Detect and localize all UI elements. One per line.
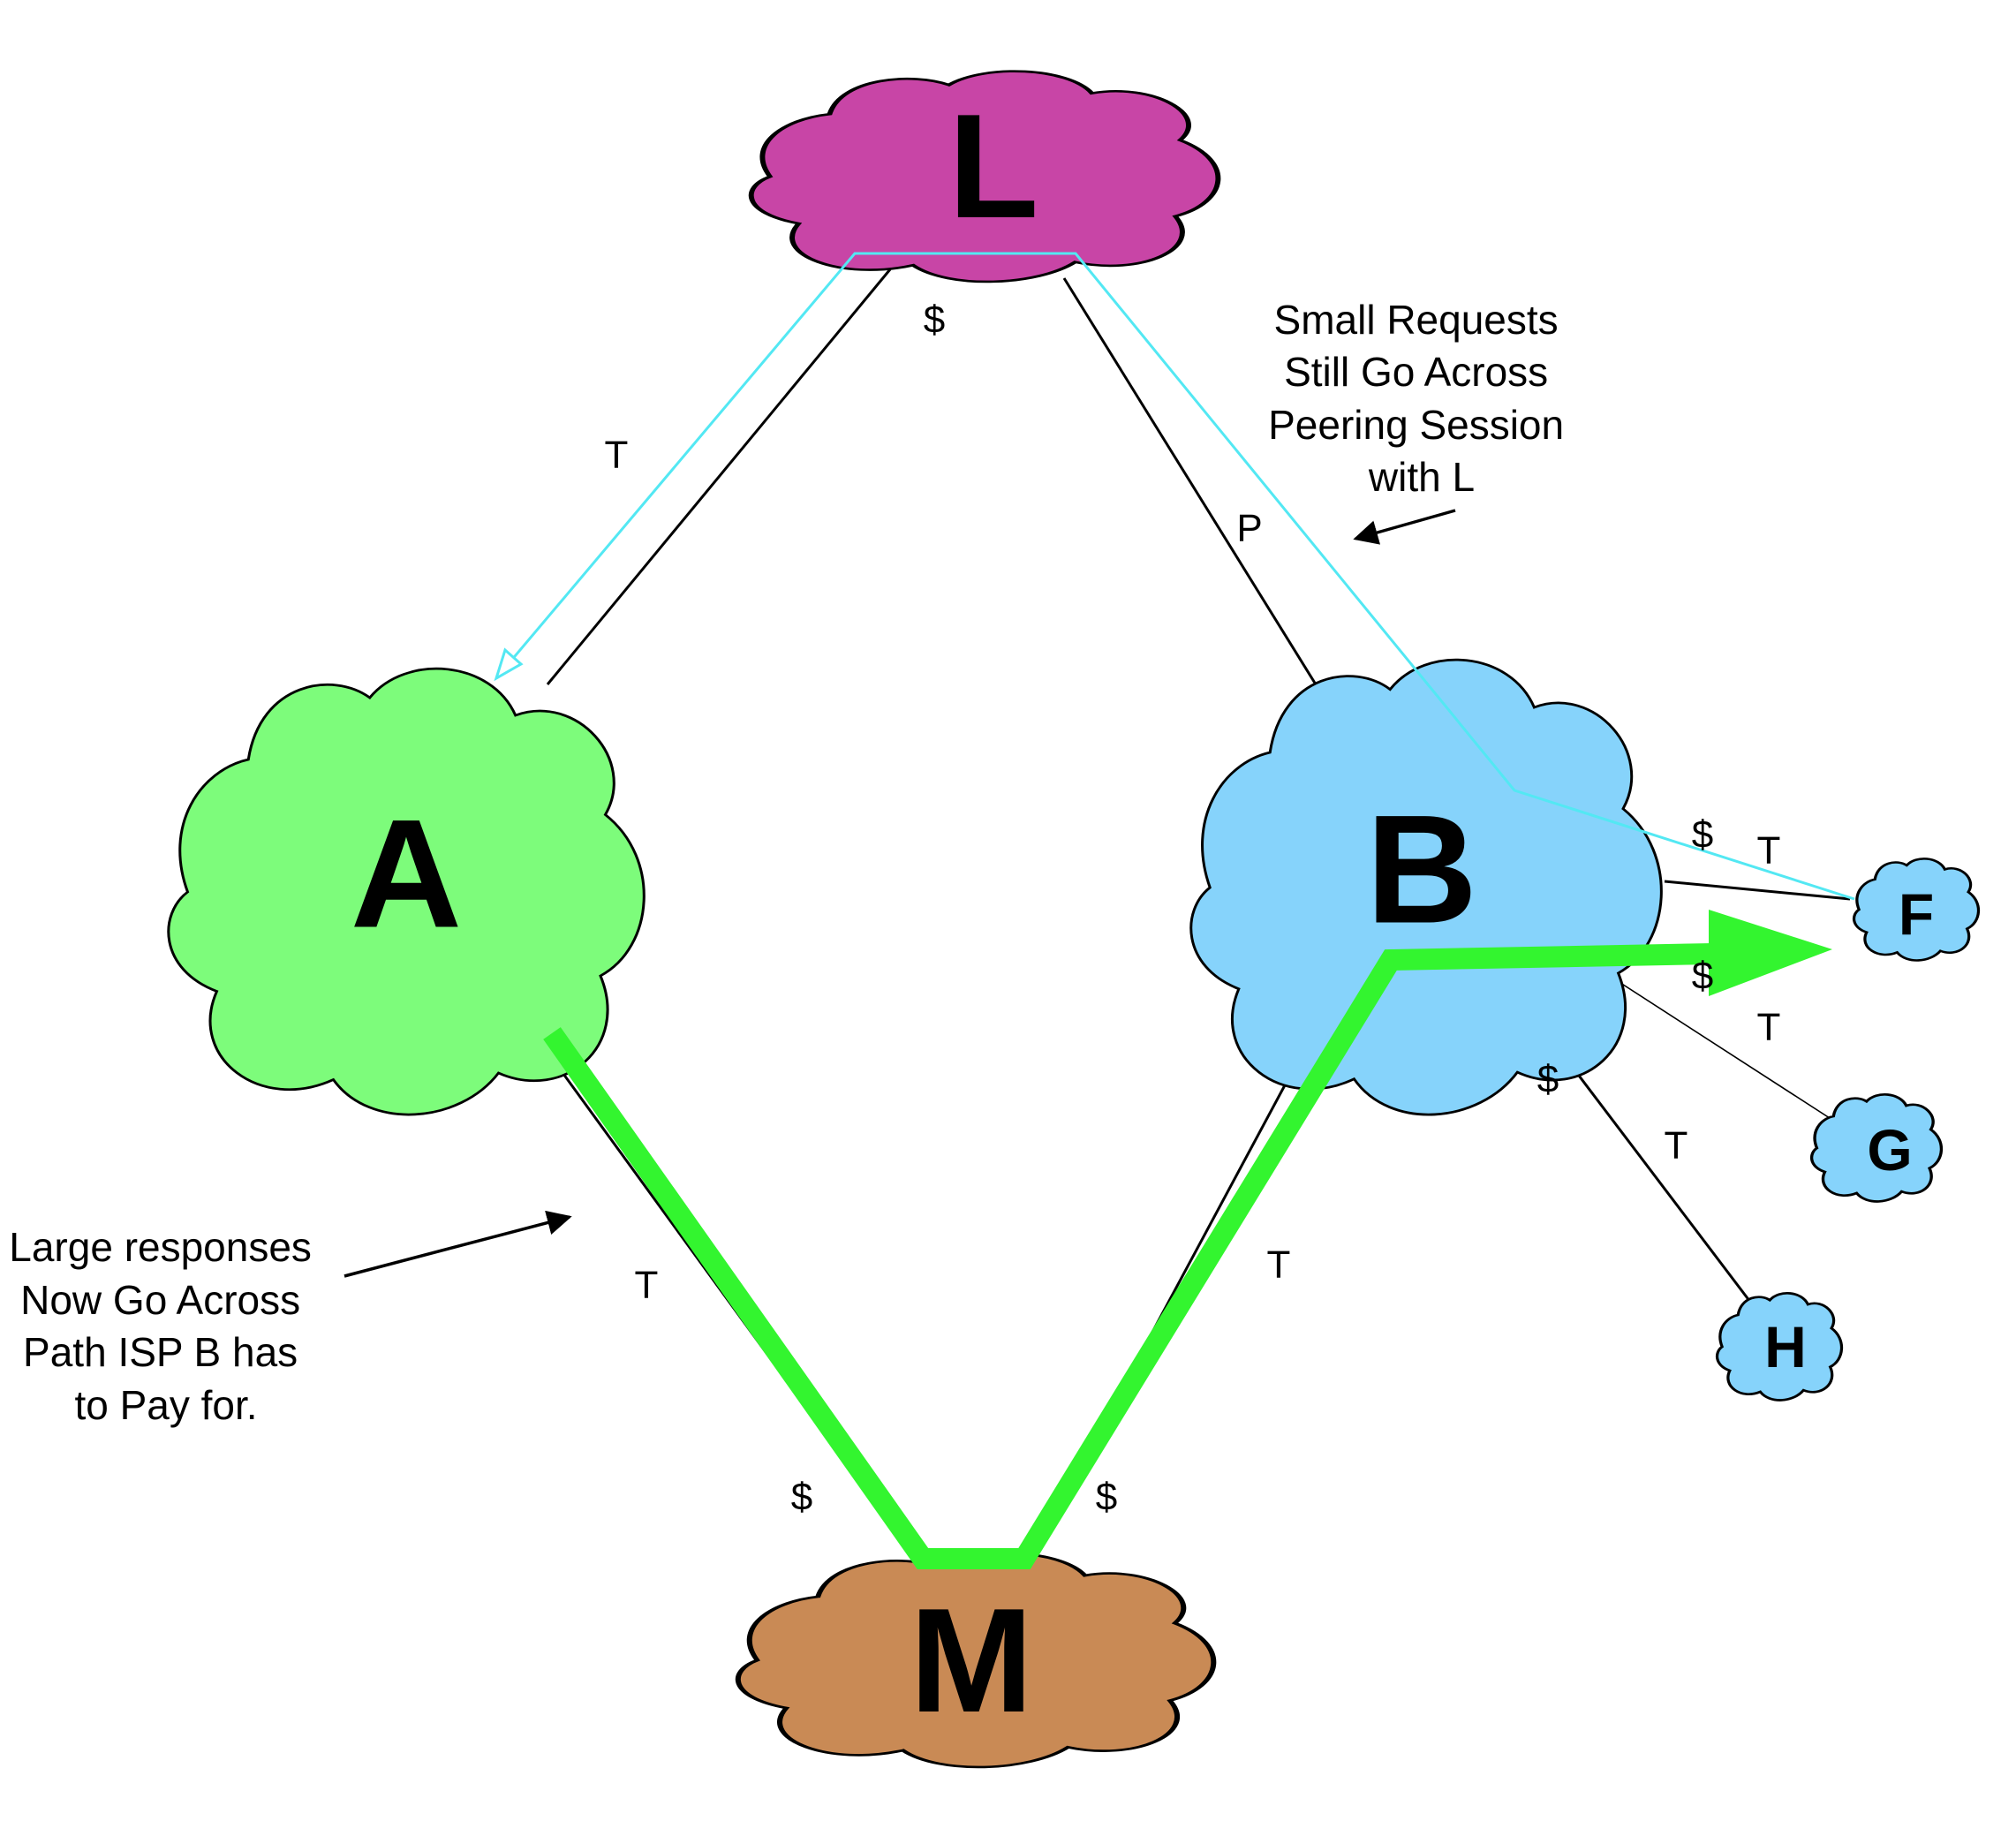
edge-label-l-a-t: T (605, 434, 629, 477)
link-b-f (1664, 880, 1851, 901)
link-l-a (546, 268, 892, 685)
note-large-responses-line-4: to Pay for. (74, 1382, 257, 1428)
edge-label-a-m-t: T (635, 1264, 659, 1307)
edge-label-b-g-t: T (1757, 1006, 1781, 1049)
edge-label-a-m-dollar: $ (791, 1476, 812, 1519)
edge-label-b-g-dollar: $ (1692, 955, 1713, 998)
note-small-requests-line-3: Peering Session (1268, 402, 1564, 448)
node-label-f: F (1899, 881, 1934, 947)
edge-label-b-h-dollar: $ (1537, 1058, 1559, 1101)
node-label-l: L (948, 83, 1039, 249)
note-large-responses: Large responses Now Go Across Path ISP B… (9, 1224, 322, 1428)
response-arrowhead (1709, 910, 1832, 996)
response-path (543, 943, 1714, 1569)
note-small-requests-line-1: Small Requests (1274, 297, 1559, 343)
node-label-a: A (351, 789, 462, 961)
note-large-responses-line-1: Large responses (9, 1224, 312, 1270)
edge-label-b-h-t: T (1665, 1124, 1688, 1167)
node-label-m: M (910, 1577, 1033, 1743)
node-label-b: B (1366, 784, 1477, 956)
link-b-g (1602, 971, 1833, 1121)
note-small-requests-line-2: Still Go Across (1284, 349, 1548, 395)
node-label-h: H (1764, 1314, 1807, 1379)
request-path (495, 252, 1855, 901)
note-small-requests: Small Requests Still Go Across Peering S… (1268, 297, 1575, 500)
link-l-b (1062, 277, 1318, 685)
note-large-responses-line-3: Path ISP B has (23, 1329, 298, 1375)
note-large-responses-line-2: Now Go Across (20, 1277, 300, 1323)
request-arrowhead (494, 647, 524, 682)
edge-label-l-b-p: P (1236, 507, 1262, 550)
node-label-g: G (1867, 1117, 1912, 1183)
edge-label-b-m-dollar: $ (1096, 1476, 1117, 1519)
note-small-requests-arrow (1353, 509, 1456, 545)
edge-label-b-f-t: T (1757, 829, 1781, 873)
note-small-requests-line-4: with L (1368, 454, 1475, 500)
edge-label-b-f-dollar: $ (1692, 813, 1713, 857)
edge-label-b-m-t: T (1267, 1243, 1291, 1287)
edge-label-l-a-dollar: $ (924, 298, 945, 342)
note-large-responses-arrow (344, 1210, 572, 1278)
